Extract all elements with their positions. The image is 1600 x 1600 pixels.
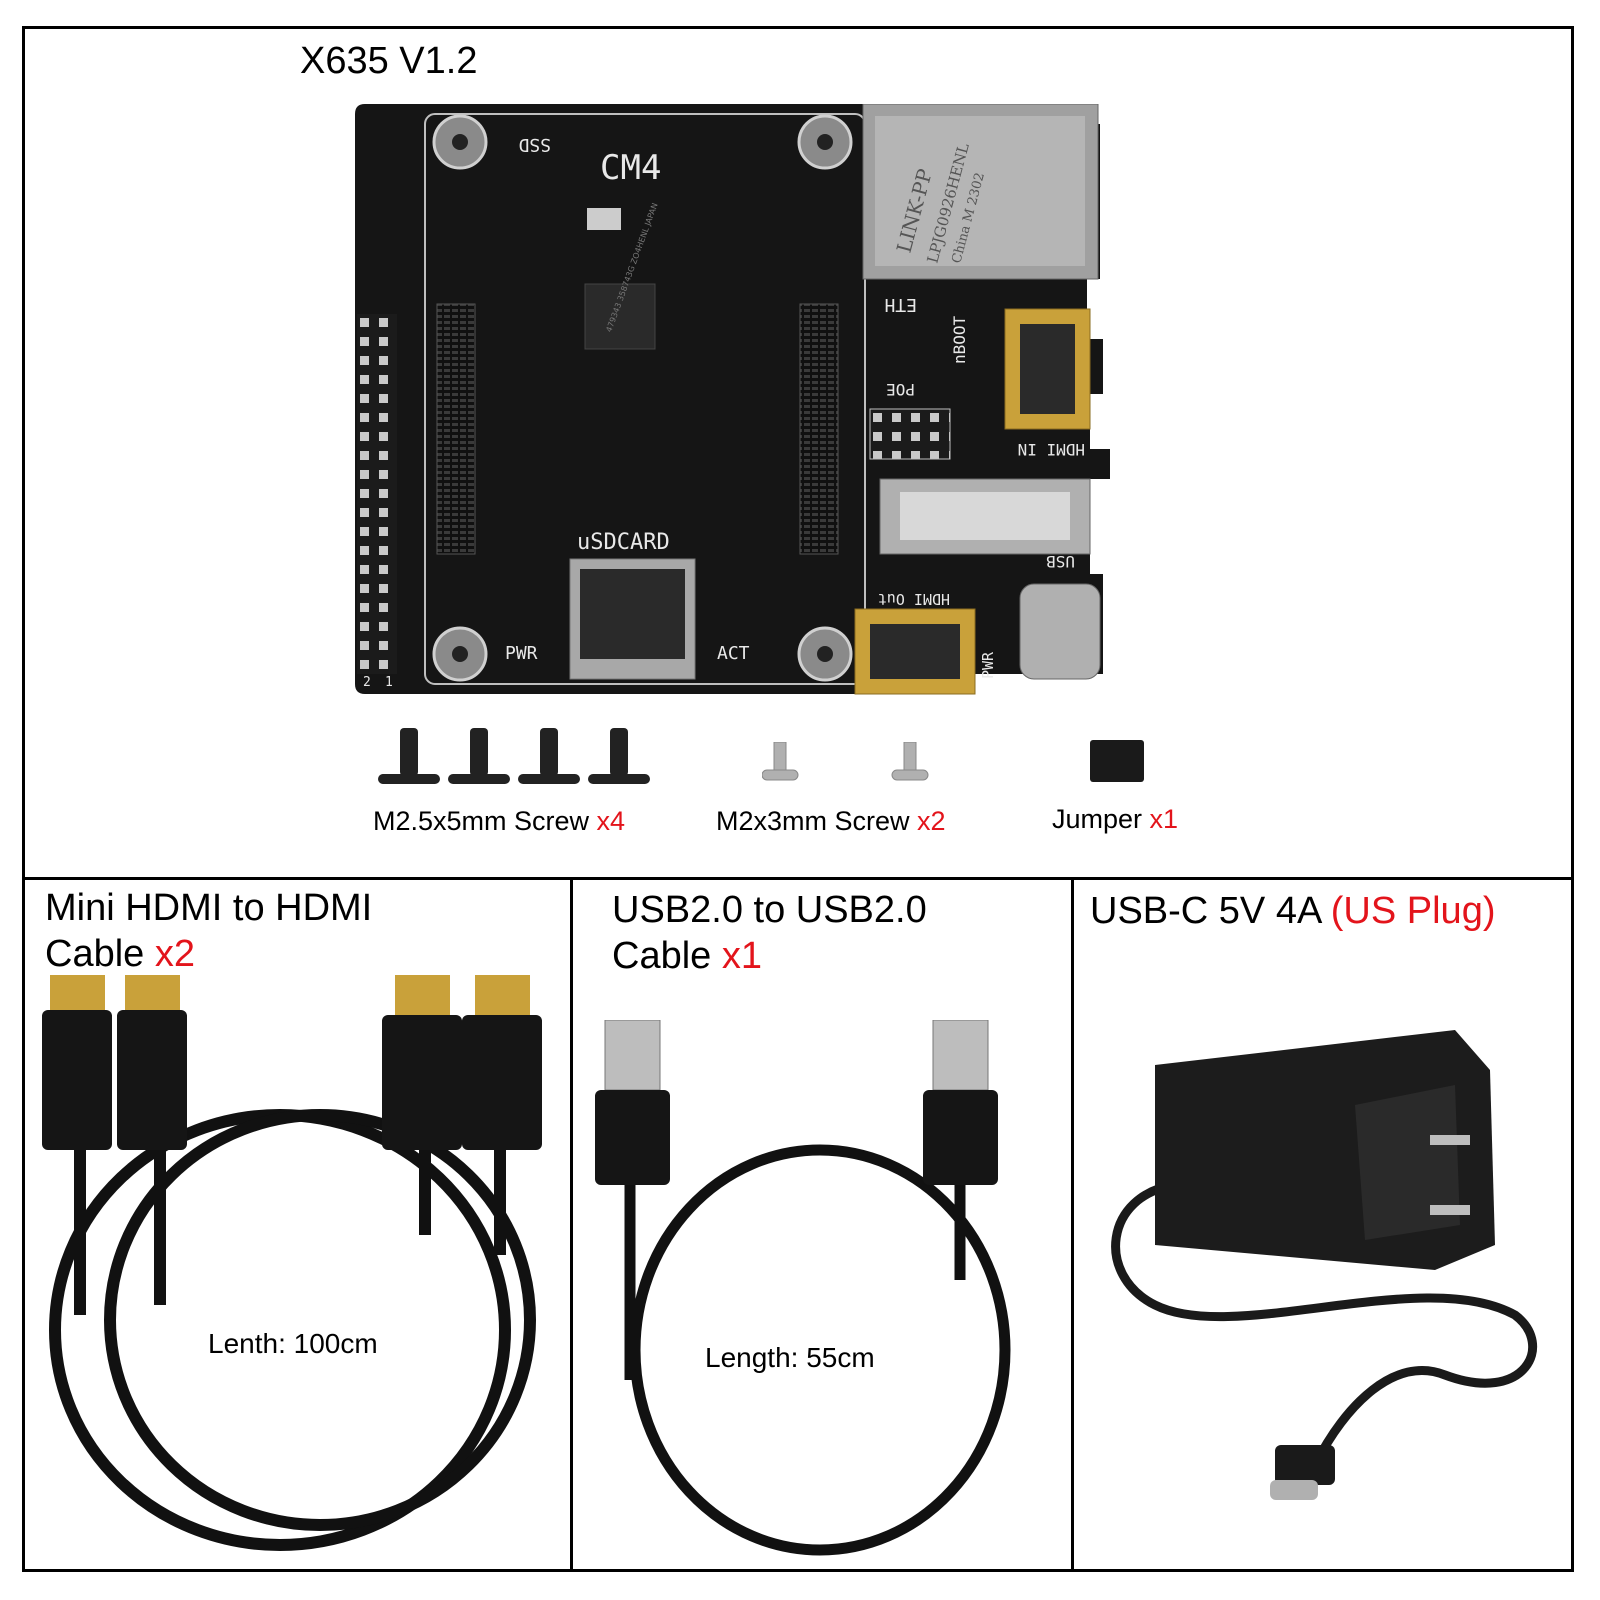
gpio-header xyxy=(357,314,397,674)
hdmi-cable-length: Lenth: 100cm xyxy=(208,1328,378,1359)
usb-cable-title: USB2.0 to USB2.0 Cable x1 xyxy=(612,887,927,979)
silk-hdmi-in: HDMI IN xyxy=(1018,440,1085,459)
silk-usb: USB xyxy=(1046,552,1075,571)
power-adapter-image xyxy=(1111,1030,1537,1500)
usb-cable-qty: x1 xyxy=(721,935,762,977)
board-title: X635 V1.2 xyxy=(300,40,478,82)
hdmi-cable-image xyxy=(42,975,542,1551)
accessory-m2-screw: M2x3mm Screw x2 xyxy=(716,806,946,837)
power-supply-title: USB-C 5V 4A (US Plug) xyxy=(1090,888,1495,934)
jumper-label: Jumper xyxy=(1052,804,1150,834)
m2-screw-qty: x2 xyxy=(917,806,946,836)
pcb-board-image: SSD CM4 ETH nBOOT POE HDMI IN USB HDMI O… xyxy=(355,104,1110,695)
silk-eth: ETH xyxy=(884,294,917,315)
m25-screw-qty: x4 xyxy=(596,806,626,836)
jumper-image xyxy=(1090,740,1144,782)
divider-right xyxy=(1071,877,1074,1572)
outer-frame xyxy=(22,26,1574,1572)
silk-ssd: SSD xyxy=(518,134,551,155)
divider-horizontal xyxy=(22,877,1574,880)
divider-left xyxy=(570,877,573,1572)
silk-poe: POE xyxy=(886,380,915,399)
accessory-jumper: Jumper x1 xyxy=(1052,804,1178,835)
m25-screws-image xyxy=(378,728,650,784)
silk-nboot: nBOOT xyxy=(950,315,969,364)
accessory-m25-screw: M2.5x5mm Screw x4 xyxy=(373,806,625,837)
usb-cable-line2: Cable xyxy=(612,935,722,977)
poe-header xyxy=(869,408,951,460)
silk-cm4: CM4 xyxy=(600,148,661,188)
silk-act: ACT xyxy=(717,643,750,664)
hdmi-cable-title: Mini HDMI to HDMI Cable x2 xyxy=(45,885,372,977)
usb-cable-line1: USB2.0 to USB2.0 xyxy=(612,889,927,931)
hdmi-cable-line2: Cable xyxy=(45,933,155,975)
silk-hdmi-out: HDMI Out xyxy=(878,590,950,608)
m2-screw-label: M2x3mm Screw xyxy=(716,806,918,836)
silk-pwr: PWR xyxy=(505,643,538,664)
hdmi-cable-line1: Mini HDMI to HDMI xyxy=(45,887,373,929)
m2-screws-image xyxy=(762,742,929,781)
usb-cable-image xyxy=(595,1020,1011,1556)
m25-screw-label: M2.5x5mm Screw xyxy=(373,806,597,836)
silk-pin1: 1 xyxy=(385,675,393,690)
cm4-connector-left xyxy=(436,303,476,555)
hdmi-cable-qty: x2 xyxy=(154,933,195,975)
silk-pwr-right: PWR xyxy=(979,651,997,679)
cm4-connector-right xyxy=(799,303,839,555)
power-supply-label: USB-C 5V 4A xyxy=(1090,890,1331,932)
jumper-qty: x1 xyxy=(1149,804,1179,834)
usb-c-port xyxy=(1019,583,1101,680)
power-supply-plug: (US Plug) xyxy=(1330,890,1496,932)
silk-usdcard: uSDCARD xyxy=(577,530,670,555)
silk-pin2: 2 xyxy=(363,675,371,690)
usb-cable-length: Length: 55cm xyxy=(705,1342,875,1373)
